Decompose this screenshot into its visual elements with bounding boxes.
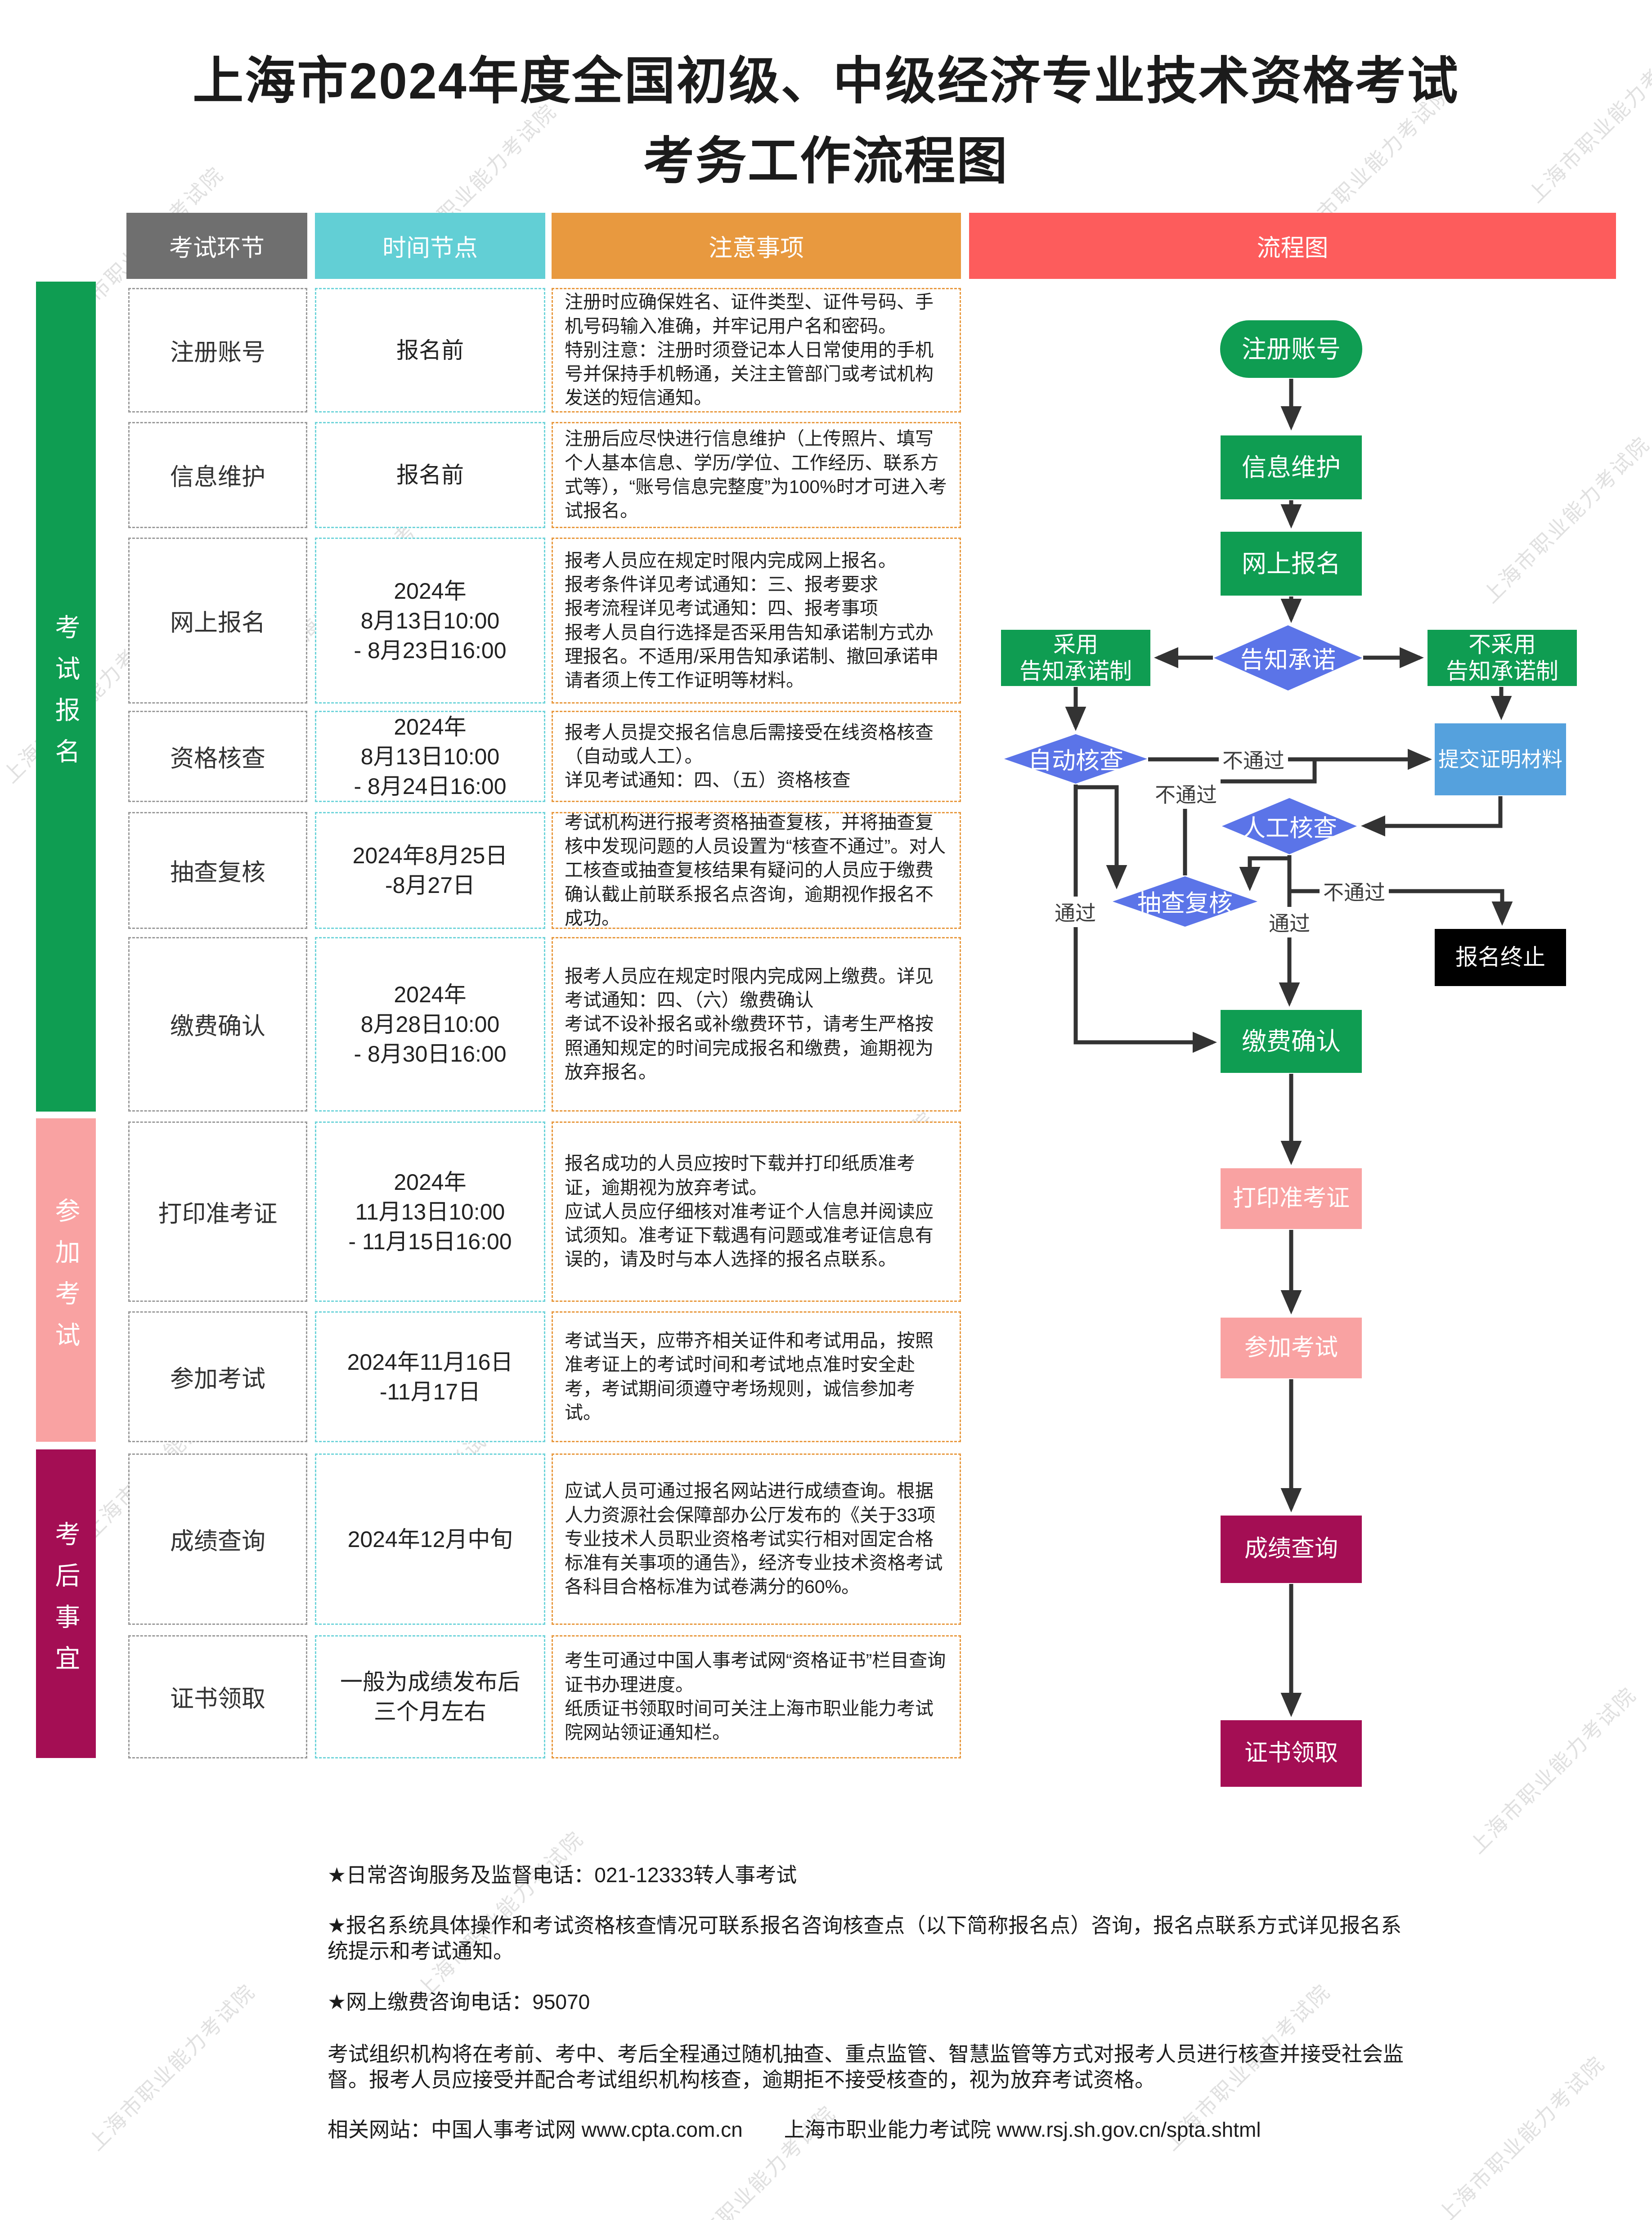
time-cell: 一般为成绩发布后 三个月左右 (315, 1635, 545, 1758)
notes-cell: 考生可通过中国人事考试网“资格证书”栏目查询证书办理进度。 纸质证书领取时间可关… (552, 1635, 961, 1758)
flow-node-apply: 网上报名 (1221, 532, 1362, 596)
time-cell: 2024年8月25日 -8月27日 (315, 812, 545, 929)
flow-node-print-ticket: 打印准考证 (1221, 1168, 1362, 1229)
flow-node-terminate: 报名终止 (1435, 929, 1566, 986)
step-cell: 信息维护 (128, 422, 307, 528)
step-cell: 抽查复核 (128, 812, 307, 929)
column-header-time: 时间节点 (315, 213, 545, 279)
category-bar-exam: 参加考试 (36, 1118, 96, 1442)
edge-label-fail: 不通过 (1320, 876, 1389, 906)
flow-node-pay: 缴费确认 (1221, 1010, 1362, 1073)
footer-note-system: ★报名系统具体操作和考试资格核查情况可联系报名咨询核查点（以下简称报名点）咨询，… (328, 1914, 1402, 1963)
flow-node-take-exam: 参加考试 (1221, 1318, 1362, 1378)
notes-cell: 报考人员应在规定时限内完成网上报名。 报考条件详见考试通知：三、报考要求 报考流… (552, 538, 961, 704)
page-title-line2: 考务工作流程图 (643, 133, 1009, 189)
flow-node-adopt-promise: 采用 告知承诺制 (1001, 630, 1150, 686)
flow-node-score-query: 成绩查询 (1221, 1516, 1362, 1583)
notes-cell: 报考人员应在规定时限内完成网上缴费。详见考试通知：四、（六）缴费确认 考试不设补… (552, 937, 961, 1112)
footer-note-supervision: 考试组织机构将在考前、考中、考后全程通过随机抽查、重点监管、智慧监管等方式对报考… (328, 2042, 1404, 2092)
watermark-text: 上海市职业能力考试院 (1433, 2051, 1610, 2220)
flow-decision-manual-check: 人工核查 (1222, 798, 1357, 854)
time-cell: 2024年 8月13日10:00 - 8月23日16:00 (315, 538, 545, 704)
watermark-text: 上海市职业能力考试院 (1478, 431, 1652, 608)
flow-decision-sample-review: 抽查复核 (1113, 876, 1257, 927)
time-cell: 2024年11月16日 -11月17日 (315, 1311, 545, 1442)
edge-label-fail: 不通过 (1219, 744, 1288, 775)
step-cell: 证书领取 (128, 1635, 307, 1758)
time-cell: 2024年12月中旬 (315, 1453, 545, 1625)
notes-cell: 报考人员提交报名信息后需接受在线资格核查（自动或人工）。 详见考试通知：四、（五… (552, 711, 961, 802)
category-label: 参加考试 (52, 1197, 80, 1363)
edge-label-pass: 通过 (1265, 907, 1314, 937)
step-cell: 参加考试 (128, 1311, 307, 1442)
category-label: 考试报名 (52, 614, 80, 780)
step-cell: 网上报名 (128, 538, 307, 704)
category-bar-after: 考后事宜 (36, 1449, 96, 1758)
notes-cell: 考试当天，应带齐相关证件和考试用品，按照准考证上的考试时间和考试地点准时安全赴考… (552, 1311, 961, 1442)
column-header-flow: 流程图 (969, 213, 1616, 279)
column-header-notes: 注意事项 (552, 213, 961, 279)
step-cell: 注册账号 (128, 288, 307, 413)
notes-cell: 注册后应尽快进行信息维护（上传照片、填写个人基本信息、学历/学位、工作经历、联系… (552, 422, 961, 528)
time-cell: 报名前 (315, 422, 545, 528)
footer-note-payment-hotline: ★网上缴费咨询电话：95070 (328, 1990, 590, 2014)
watermark-text: 上海市职业能力考试院 (1465, 1682, 1641, 1858)
flow-node-info: 信息维护 (1221, 435, 1362, 499)
notes-cell: 应试人员可通过报名网站进行成绩查询。根据人力资源社会保障部办公厅发布的《关于33… (552, 1453, 961, 1625)
page-title-line1: 上海市2024年度全国初级、中级经济专业技术资格考试 (193, 53, 1459, 109)
flow-decision-auto-check: 自动核查 (1004, 734, 1147, 784)
category-bar-registration: 考试报名 (36, 282, 96, 1112)
edge-label-fail: 不通过 (1151, 778, 1221, 809)
flow-node-not-adopt-promise: 不采用 告知承诺制 (1428, 630, 1577, 686)
column-header-step: 考试环节 (126, 213, 307, 279)
flow-decision-promise: 告知承诺 (1214, 625, 1362, 691)
category-label: 考后事宜 (52, 1521, 80, 1686)
flow-node-register: 注册账号 (1220, 320, 1362, 378)
step-cell: 缴费确认 (128, 937, 307, 1112)
flow-node-submit-proof: 提交证明材料 (1435, 723, 1566, 795)
notes-cell: 报名成功的人员应按时下载并打印纸质准考证，逾期视为放弃考试。 应试人员应仔细核对… (552, 1121, 961, 1302)
time-cell: 2024年 8月13日10:00 - 8月24日16:00 (315, 711, 545, 802)
time-cell: 2024年 8月28日10:00 - 8月30日16:00 (315, 937, 545, 1112)
step-cell: 资格核查 (128, 711, 307, 802)
edge-label-pass: 通过 (1051, 897, 1100, 927)
flow-node-cert-pickup: 证书领取 (1221, 1720, 1362, 1787)
step-cell: 打印准考证 (128, 1121, 307, 1302)
footer-note-websites: 相关网站：中国人事考试网 www.cpta.com.cn 上海市职业能力考试院 … (328, 2118, 1261, 2141)
watermark-text: 上海市职业能力考试院 (84, 1979, 260, 2155)
step-cell: 成绩查询 (128, 1453, 307, 1625)
notes-cell: 注册时应确保姓名、证件类型、证件号码、手机号码输入准确，并牢记用户名和密码。 特… (552, 288, 961, 413)
time-cell: 2024年 11月13日10:00 - 11月15日16:00 (315, 1121, 545, 1302)
notes-cell: 考试机构进行报考资格抽查复核，并将抽查复核中发现问题的人员设置为“核查不通过”。… (552, 812, 961, 929)
watermark-text: 上海市职业能力考试院 (664, 2100, 840, 2220)
footer-note-hotline: ★日常咨询服务及监督电话：021-12333转人事考试 (328, 1863, 797, 1887)
time-cell: 报名前 (315, 288, 545, 413)
